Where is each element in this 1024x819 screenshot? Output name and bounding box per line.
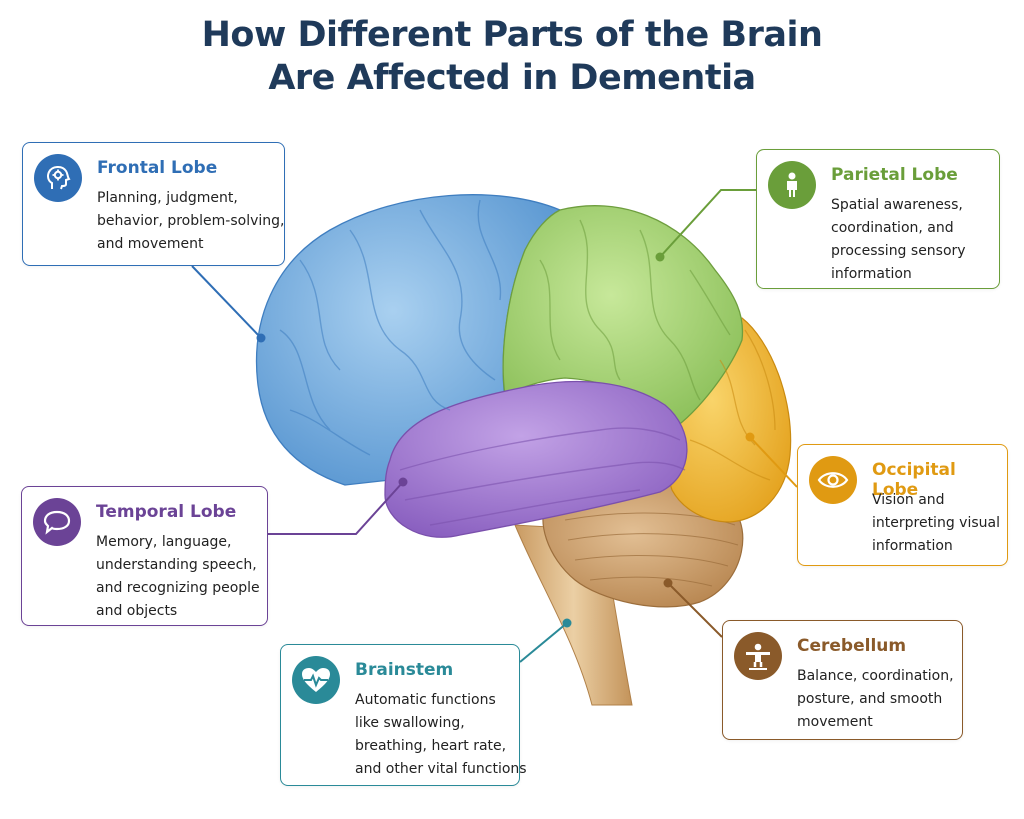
frontal-lobe-description: Planning, judgment, behavior, problem-so… [97,187,285,256]
brainstem-connector [519,622,568,663]
title-line-1: How Different Parts of the Brain [201,15,823,55]
description-line: behavior, problem-solving, [97,213,285,229]
description-line: information [872,538,953,554]
occipital-connector [749,436,798,488]
person-icon [768,161,816,209]
description-line: movement [797,714,873,730]
description-line: processing sensory [831,243,966,259]
temporal-lobe-description: Memory, language, understanding speech, … [96,531,260,623]
description-line: and objects [96,603,178,619]
eye-icon [809,456,857,504]
occipital-lobe-description: Vision and interpreting visual informati… [872,489,1000,558]
occipital-lobe-card: Occipital Lobe Vision and interpreting v… [797,444,1008,566]
page-title: How Different Parts of the Brain Are Aff… [0,14,1024,100]
brainstem-title: Brainstem [355,660,454,680]
cerebellum-card: Cerebellum Balance, coordination, postur… [722,620,963,740]
description-line: understanding speech, [96,557,257,573]
description-line: and movement [97,236,204,252]
title-line-2: Are Affected in Dementia [268,58,756,98]
head-with-gear-icon [34,154,82,202]
heart-pulse-icon [292,656,340,704]
balance-figure-icon [734,632,782,680]
description-line: interpreting visual [872,515,1000,531]
frontal-lobe-title: Frontal Lobe [97,158,218,178]
parietal-lobe-card: Parietal Lobe Spatial awareness, coordin… [756,149,1000,289]
description-line: Spatial awareness, [831,197,963,213]
parietal-connector [659,189,756,258]
description-line: Vision and [872,492,945,508]
description-line: like swallowing, [355,715,465,731]
parietal-lobe-title: Parietal Lobe [831,165,958,185]
brainstem-card: Brainstem Automatic functions like swall… [280,644,527,786]
description-line: Automatic functions [355,692,496,708]
brainstem-description: Automatic functions like swallowing, bre… [355,689,527,781]
cerebellum-description: Balance, coordination, posture, and smoo… [797,665,954,734]
temporal-lobe-region [384,380,688,538]
occipital-lobe-title: Occipital Lobe [872,460,956,500]
description-line: Balance, coordination, [797,668,954,684]
description-line: posture, and smooth [797,691,943,707]
description-line: Memory, language, [96,534,232,550]
description-line: and other vital functions [355,761,527,777]
temporal-connector [268,481,404,535]
frontal-connector [191,265,262,339]
frontal-lobe-card: Frontal Lobe Planning, judgment, behavio… [22,142,285,266]
description-line: Planning, judgment, [97,190,238,206]
cerebellum-connector [667,582,723,638]
temporal-lobe-card: Temporal Lobe Memory, language, understa… [21,486,268,626]
description-line: breathing, heart rate, [355,738,507,754]
parietal-lobe-description: Spatial awareness, coordination, and pro… [831,194,991,286]
description-line: and recognizing people [96,580,260,596]
cerebellum-title: Cerebellum [797,636,907,656]
description-line: information [831,266,912,282]
speech-bubble-icon [33,498,81,546]
description-line: coordination, and [831,220,954,236]
temporal-lobe-title: Temporal Lobe [96,502,237,522]
